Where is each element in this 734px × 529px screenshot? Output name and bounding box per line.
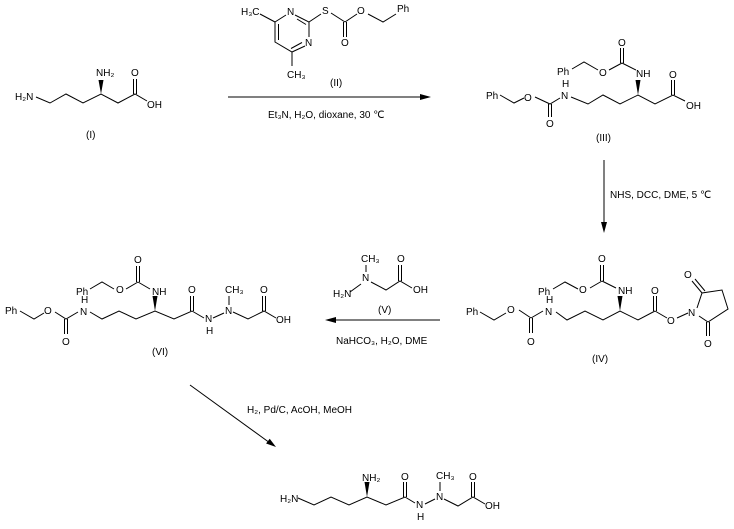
atom-label: N [305, 38, 312, 49]
atom-label: O [507, 305, 515, 316]
atom-label: N [80, 307, 87, 318]
atom-label: O [188, 285, 196, 296]
atom-label: N [688, 308, 695, 319]
reaction-arrow-step1: Et₃N, H₂O, dioxane, 30 ℃ [228, 94, 431, 121]
atom-label: NH₂ [362, 473, 380, 484]
reaction-arrow-step3: NaHCO₃, H₂O, DME [325, 317, 440, 347]
atom-label: S [322, 6, 329, 17]
atom-label: Ph [5, 306, 17, 317]
atom-label: N [436, 492, 443, 503]
atom-label: H₂N [333, 289, 351, 300]
atom-label: Ph [557, 67, 569, 78]
atom-label: O [260, 285, 268, 296]
step2-conditions: NHS, DCC, DME, 5 ℃ [610, 190, 711, 201]
atom-label: O [704, 339, 712, 350]
atom-label: Ph [538, 287, 550, 298]
reaction-arrow-step2: NHS, DCC, DME, 5 ℃ [601, 160, 711, 233]
atom-label: CH₃ [361, 254, 380, 265]
atom-label: N [225, 306, 232, 317]
compound-label: (II) [330, 78, 342, 89]
atom-label: H₂N [280, 494, 298, 505]
atom-label: NH [618, 286, 632, 297]
atom-label: Ph [76, 287, 88, 298]
atom-label: O [667, 316, 675, 327]
step1-conditions: Et₃N, H₂O, dioxane, 30 ℃ [268, 110, 384, 121]
atom-label: O [618, 38, 626, 49]
compound-VI: Ph O O N H NH O O Ph O N H N CH₃ O OH (V… [5, 255, 291, 358]
atom-label: O [131, 68, 139, 79]
wedge-bond [98, 80, 104, 94]
atom-label: N [362, 273, 369, 284]
compound-IV: Ph O O N H NH O O Ph O O N O O (IV) [466, 254, 729, 365]
atom-label: O [62, 337, 70, 348]
atom-label: H [562, 79, 569, 90]
atom-label: O [651, 286, 659, 297]
atom-label: N [561, 91, 568, 102]
atom-label: N [287, 7, 294, 18]
atom-label: O [684, 270, 692, 281]
compound-III: Ph O O H N NH O O Ph O OH (III) [486, 38, 701, 144]
atom-label: OH [147, 100, 162, 111]
atom-label: NH [152, 287, 166, 298]
atom-label: OH [413, 285, 428, 296]
atom-label: NH₂ [96, 68, 114, 79]
atom-label: O [357, 6, 365, 17]
compound-label: (IV) [592, 354, 608, 365]
compound-label: (V) [378, 305, 391, 316]
atom-label: N [416, 500, 423, 511]
atom-label: O [669, 70, 677, 81]
atom-label: N [205, 314, 212, 325]
compound-label: (VI) [152, 347, 168, 358]
atom-label: O [401, 472, 409, 483]
atom-label: N [545, 307, 552, 318]
atom-label: Ph [466, 307, 478, 318]
compound-label: (III) [596, 133, 611, 144]
atom-label: H₂N [15, 92, 33, 103]
atom-label: O [134, 255, 142, 266]
atom-label: O [524, 93, 532, 104]
atom-label: H₃C [241, 7, 260, 18]
atom-label: O [469, 472, 477, 483]
atom-label: H [206, 326, 213, 337]
atom-label: O [527, 337, 535, 348]
compound-V: H₂N N CH₃ O OH (V) [333, 254, 428, 316]
atom-label: O [599, 68, 607, 79]
atom-label: Ph [397, 4, 409, 15]
atom-label: H [81, 295, 88, 306]
final-product: H₂N NH₂ O N H N CH₃ O OH [280, 471, 500, 523]
atom-label: OH [276, 315, 291, 326]
atom-label: O [546, 119, 554, 130]
atom-label: CH₃ [225, 285, 244, 296]
compound-I: H₂N NH₂ O OH (I) [15, 68, 162, 141]
atom-label: Ph [486, 91, 498, 102]
atom-label: H [417, 512, 424, 523]
atom-label: CH₃ [436, 471, 455, 482]
atom-label: O [44, 306, 52, 317]
atom-label: CH₃ [287, 70, 306, 81]
atom-label: O [341, 38, 349, 49]
atom-label: OH [686, 101, 701, 112]
atom-label: H [546, 295, 553, 306]
atom-label: O [397, 254, 405, 265]
atom-label: OH [485, 501, 500, 512]
step3-conditions: NaHCO₃, H₂O, DME [336, 336, 428, 347]
reaction-arrow-step4: H₂, Pd/C, AcOH, MeOH [189, 384, 352, 447]
compound-II: H₃C N N S O Ph O CH₃ (II) [241, 4, 409, 89]
atom-label: O [579, 285, 587, 296]
atom-label: NH [636, 69, 650, 80]
compound-label: (I) [86, 130, 95, 141]
atom-label: O [598, 254, 606, 265]
atom-label: O [116, 285, 124, 296]
step4-conditions: H₂, Pd/C, AcOH, MeOH [247, 405, 352, 416]
